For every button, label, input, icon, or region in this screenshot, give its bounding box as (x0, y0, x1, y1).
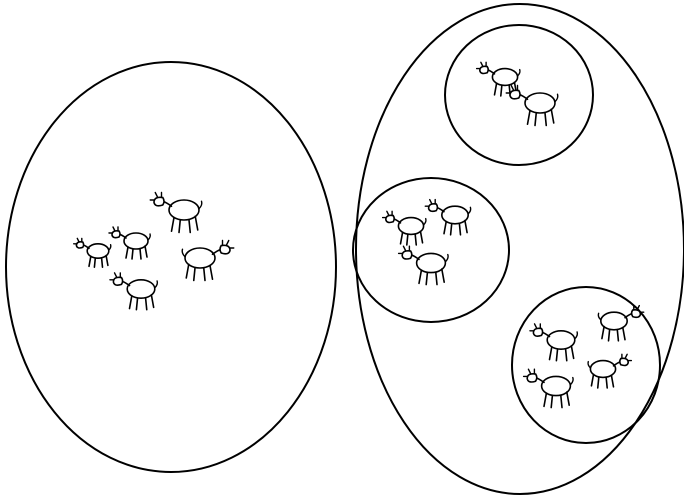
ungrouped-herd-animals (74, 193, 234, 310)
animal-icon (530, 324, 577, 361)
subgroup-bottom (512, 287, 660, 443)
subgroup-middle (353, 178, 509, 322)
animal-icon (150, 193, 202, 233)
ungrouped-herd (6, 62, 336, 472)
subgroup-top-animals (477, 62, 558, 125)
subgroup-top (445, 25, 593, 165)
animal-icon (110, 273, 157, 310)
animal-icon (588, 354, 631, 388)
subgroup-middle-boundary (353, 178, 509, 322)
animal-icon (524, 369, 574, 407)
subgroup-middle-animals (383, 200, 471, 285)
animal-icon (399, 246, 449, 284)
subgroup-bottom-animals (524, 306, 644, 408)
animal-icon (74, 238, 111, 267)
grouped-herds (353, 4, 684, 494)
animal-icon (182, 241, 234, 281)
ungrouped-herd-boundary (6, 62, 336, 472)
animal-icon (109, 227, 150, 259)
animal-icon (425, 200, 470, 235)
animal-icon (506, 86, 558, 126)
animal-icon (383, 211, 426, 245)
animal-icon (598, 306, 643, 341)
